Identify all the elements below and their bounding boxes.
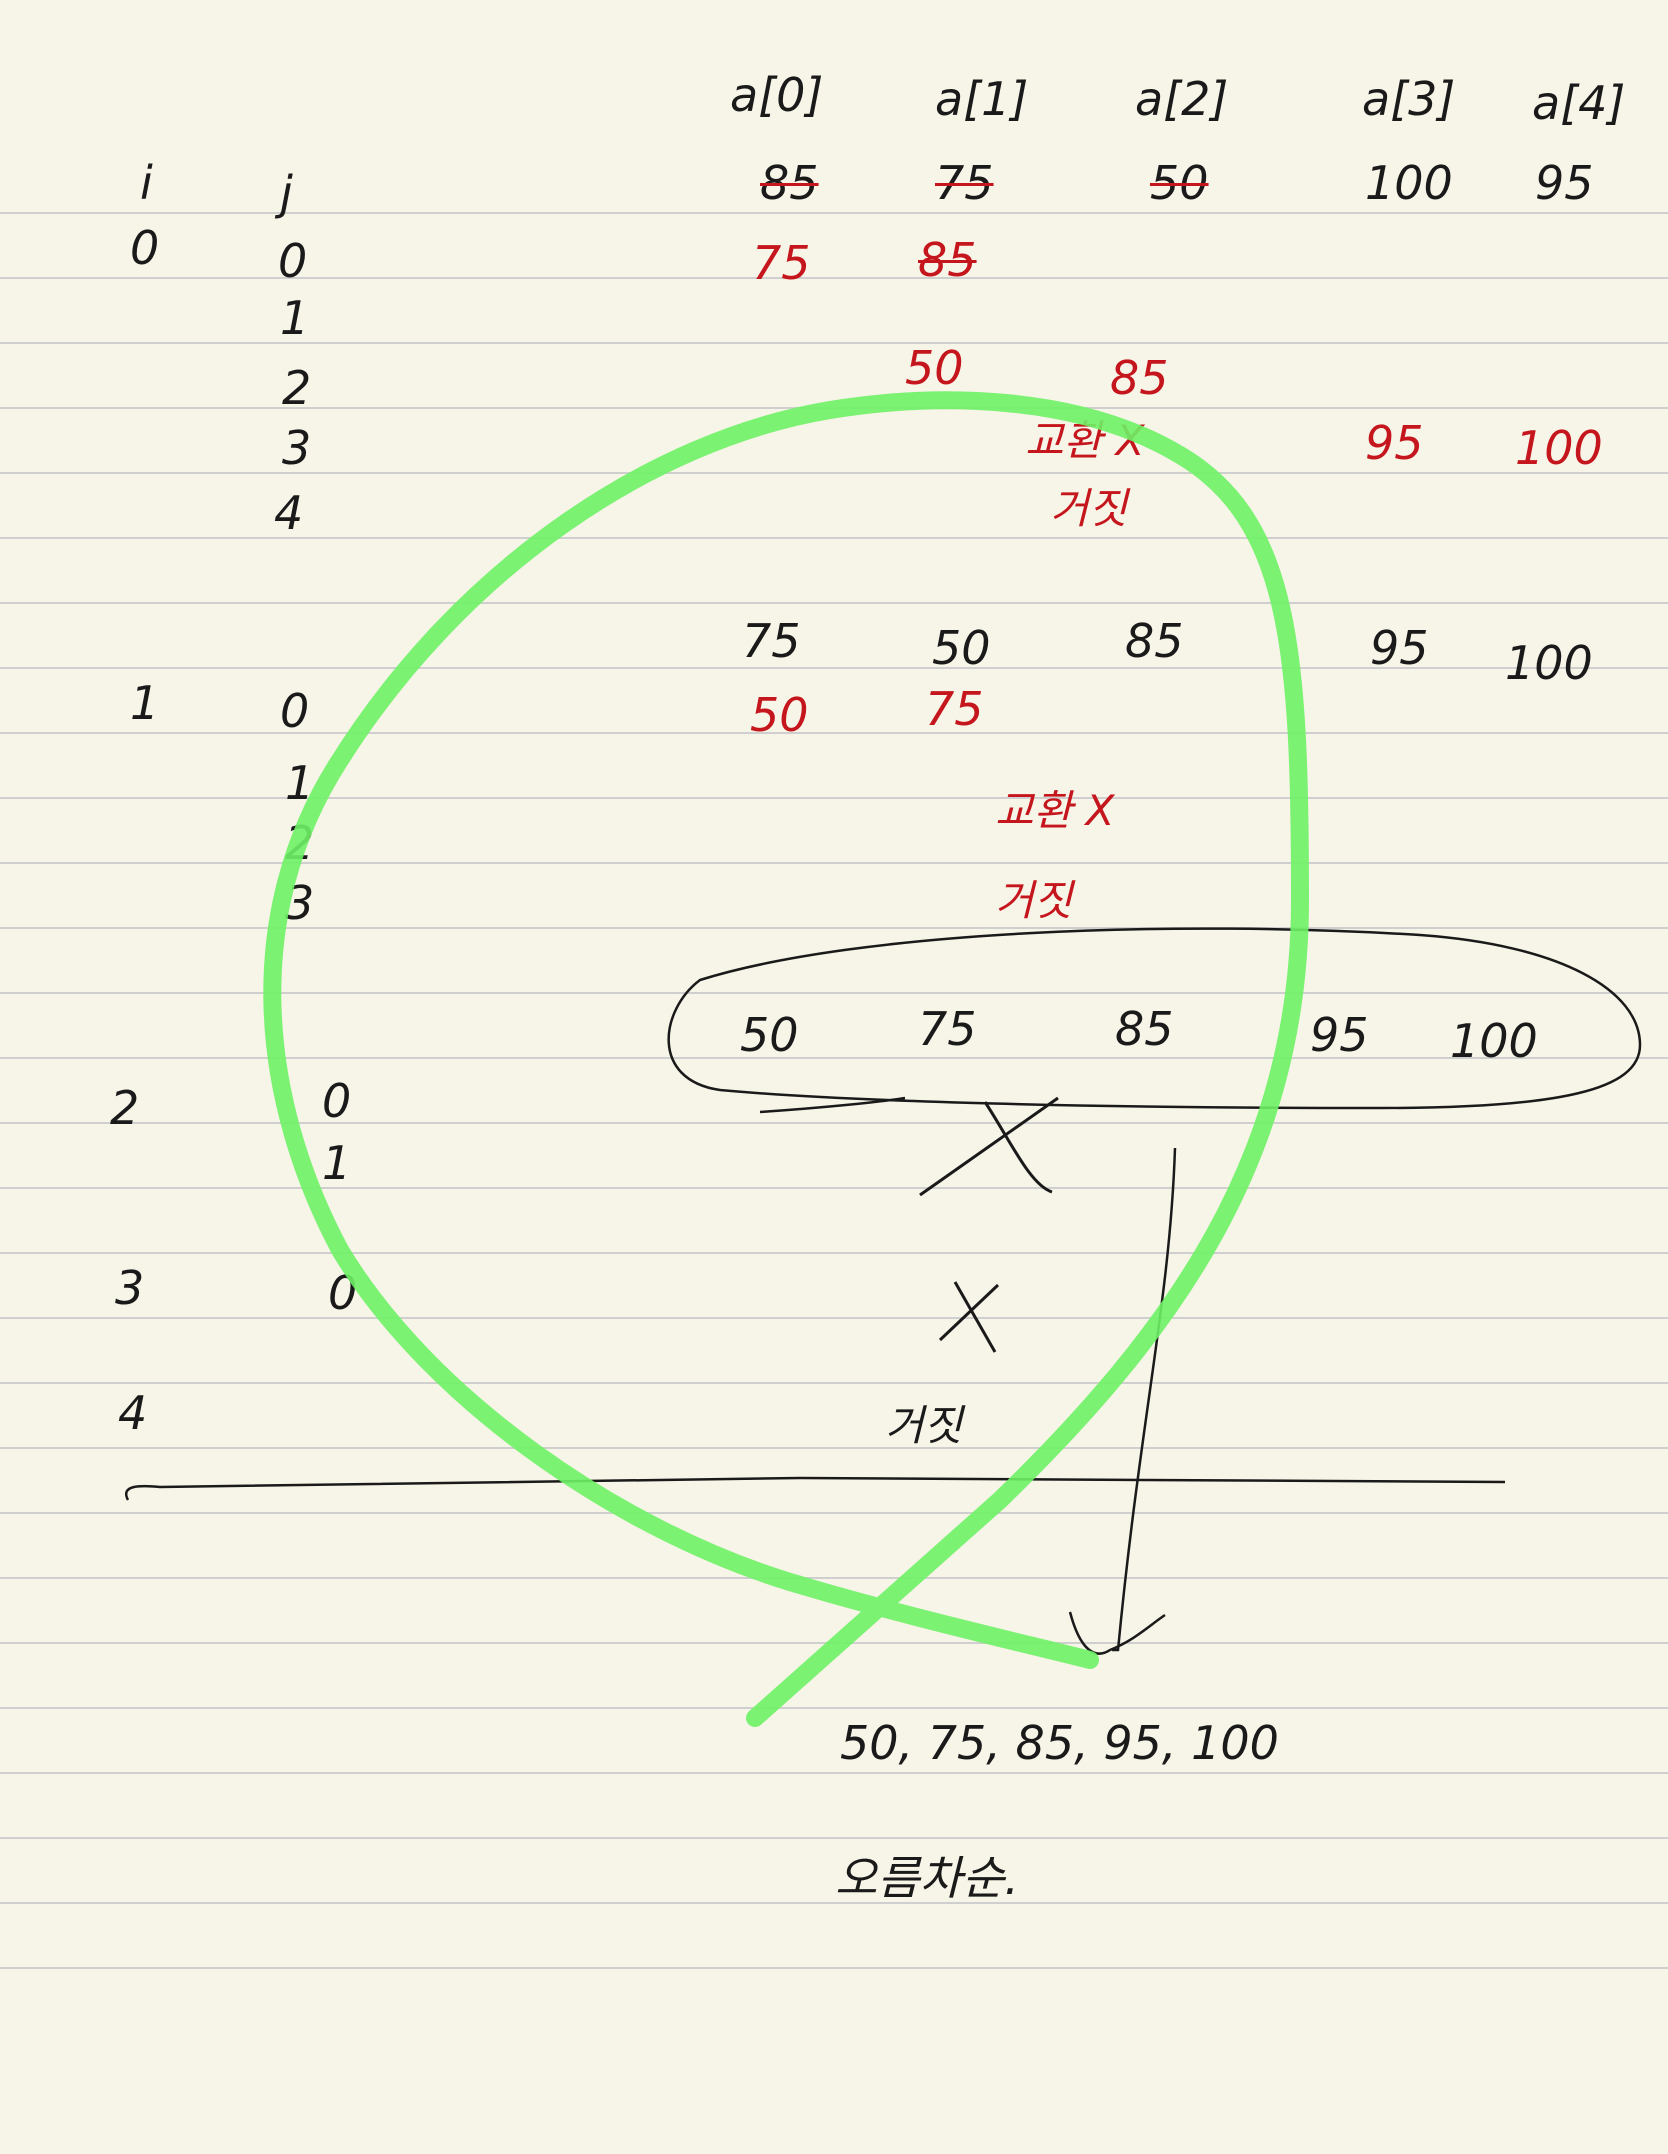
pass0-swap2-a1: 50 <box>905 341 964 395</box>
pass0-j0: 0 <box>278 234 308 288</box>
pass1-i: 1 <box>130 676 160 730</box>
col-header-a2: a[2] <box>1135 72 1229 126</box>
sorted-a0: 50 <box>740 1008 799 1062</box>
after0-a1: 50 <box>932 621 991 675</box>
pass0-j1: 1 <box>280 291 310 345</box>
pass1-note-false: 거짓 <box>995 876 1073 925</box>
pass4-i: 4 <box>118 1386 148 1440</box>
col-header-a3: a[3] <box>1362 72 1456 126</box>
sorted-a4: 100 <box>1450 1014 1538 1068</box>
pass0-note-swap: 교환 X <box>1025 416 1145 465</box>
col-header-i: i <box>140 156 153 210</box>
pass0-swap1-a1: 85 <box>918 233 977 287</box>
col-header-a1: a[1] <box>935 72 1029 126</box>
pass0-j4: 4 <box>274 486 304 540</box>
initial-a4: 95 <box>1535 156 1594 210</box>
pass0-j2: 2 <box>282 361 312 415</box>
pass0-swap2-a2: 85 <box>1110 351 1169 405</box>
pass1-j0: 0 <box>280 684 310 738</box>
sorted-a1: 75 <box>918 1002 977 1056</box>
pass0-note-false: 거짓 <box>1050 484 1128 533</box>
pass4-note: 거짓 <box>885 1401 963 1450</box>
pass2-i: 2 <box>110 1081 140 1135</box>
sorted-a2: 85 <box>1115 1002 1174 1056</box>
pass0-j3: 3 <box>282 421 312 475</box>
after0-a2: 85 <box>1125 614 1184 668</box>
pass1-note-swap: 교환 X <box>995 786 1115 835</box>
sorted-a3: 95 <box>1310 1008 1369 1062</box>
pass0-swap1-a0: 75 <box>752 236 811 290</box>
pass0-swap3-a4: 100 <box>1515 421 1603 475</box>
pass2-j1: 1 <box>322 1136 352 1190</box>
col-header-j: j <box>280 166 293 220</box>
pass1-j2: 2 <box>285 816 315 870</box>
pass3-j0: 0 <box>328 1266 358 1320</box>
after0-a0: 75 <box>742 614 801 668</box>
pass0-i: 0 <box>130 221 160 275</box>
after0-a3: 95 <box>1370 621 1429 675</box>
initial-a0: 85 <box>760 156 819 210</box>
result-line: 50, 75, 85, 95, 100 <box>840 1716 1279 1770</box>
pass1-j3: 3 <box>285 876 315 930</box>
pass1-swap1-a1: 75 <box>925 682 984 736</box>
initial-a3: 100 <box>1365 156 1453 210</box>
pass2-j0: 0 <box>322 1074 352 1128</box>
result-note: 오름차순. <box>835 1851 1019 1905</box>
pass0-swap3-a3: 95 <box>1365 416 1424 470</box>
initial-a2: 50 <box>1150 156 1209 210</box>
pass3-i: 3 <box>115 1261 145 1315</box>
pass1-j1: 1 <box>285 756 315 810</box>
col-header-a0: a[0] <box>730 68 824 122</box>
after0-a4: 100 <box>1505 636 1593 690</box>
pass1-swap1-a0: 50 <box>750 688 809 742</box>
col-header-a4: a[4] <box>1532 76 1626 130</box>
initial-a1: 75 <box>935 156 994 210</box>
